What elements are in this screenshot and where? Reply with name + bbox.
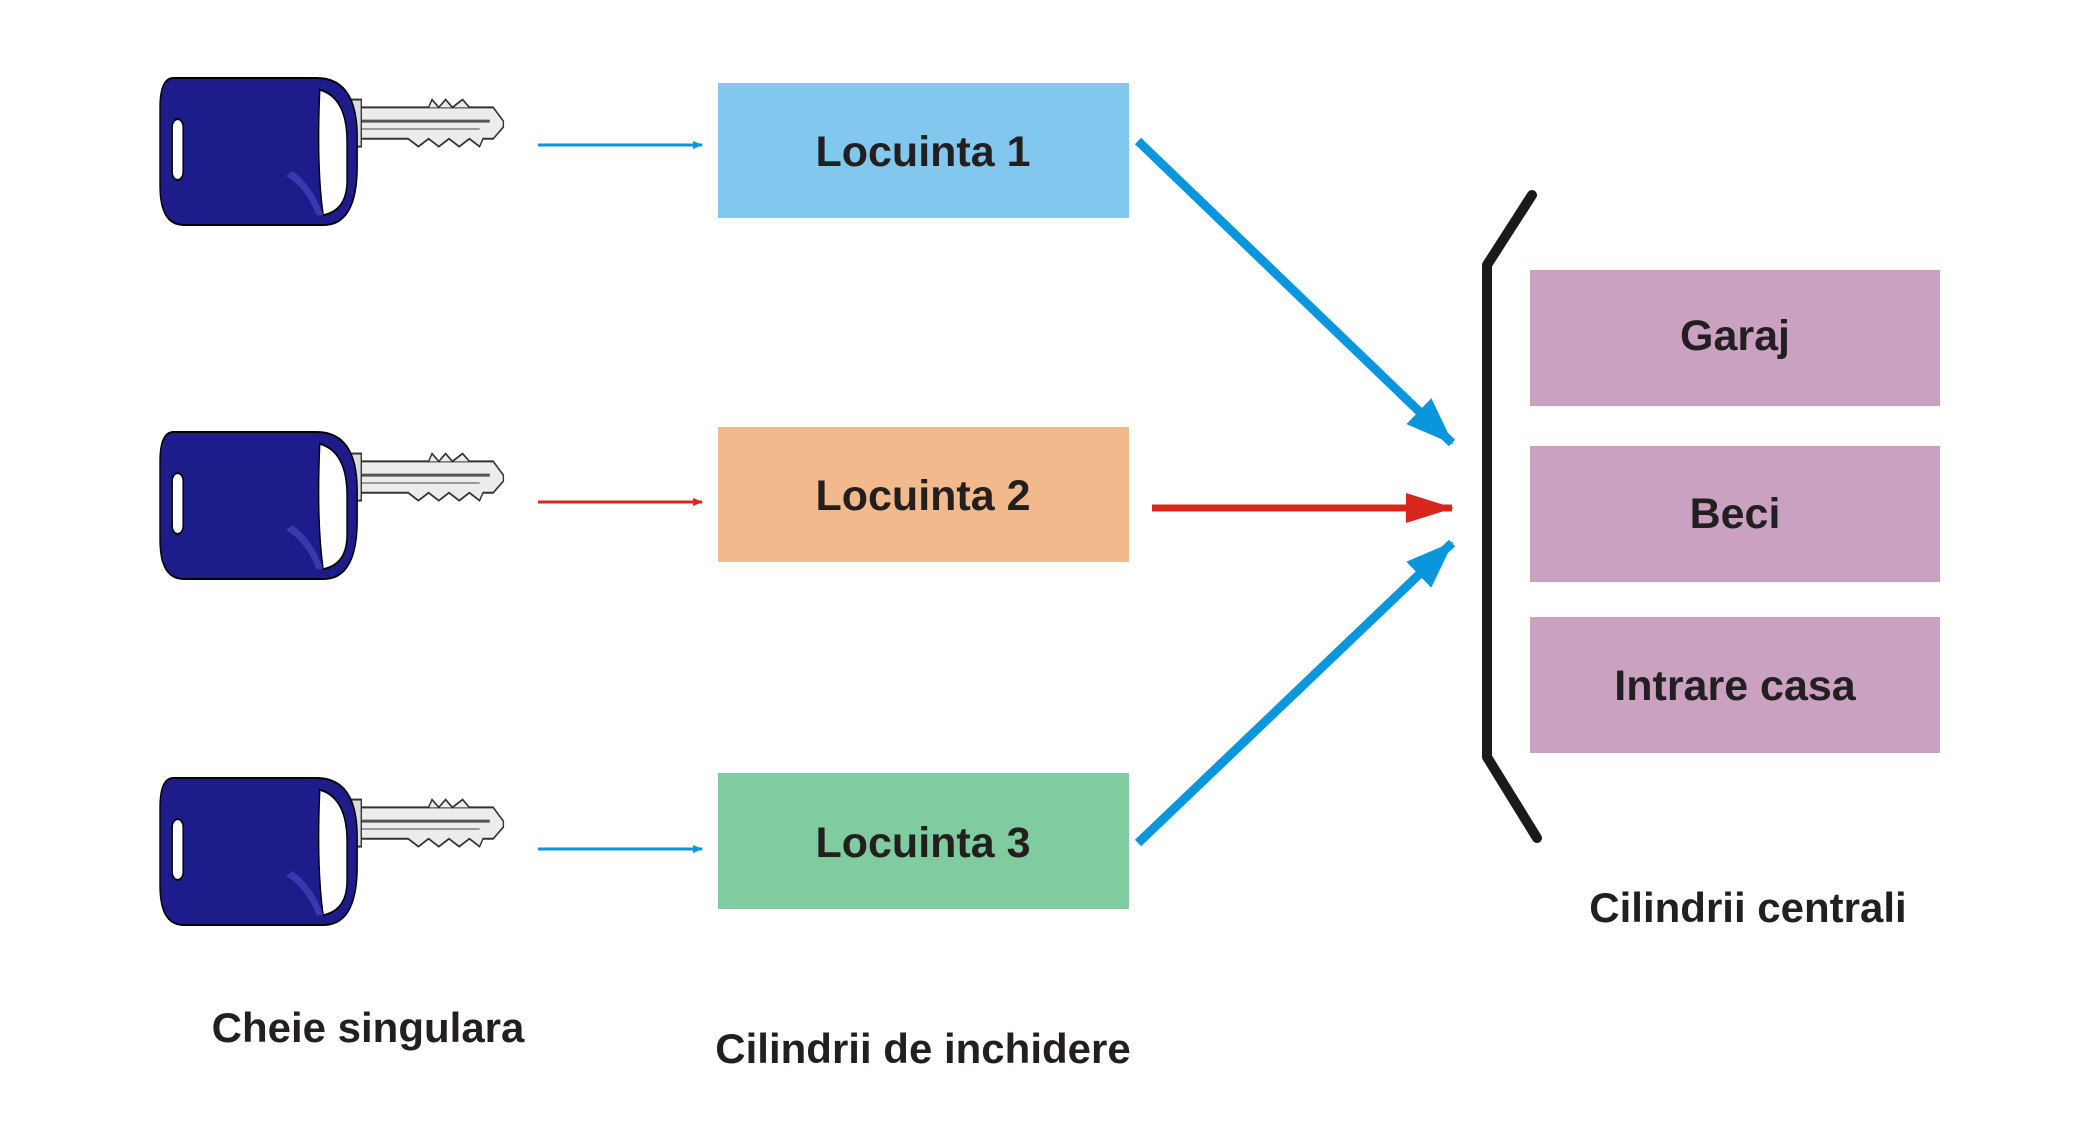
key-icon (158, 776, 505, 927)
cylinder-box-locuinta-1: Locuinta 1 (718, 83, 1129, 218)
caption-central: Cilindrii centrali (1589, 884, 1906, 931)
caption-cylinders: Cilindrii de inchidere (715, 1025, 1130, 1072)
central-label: Garaj (1680, 312, 1790, 360)
central-bracket (1482, 190, 1542, 843)
key-1 (158, 76, 505, 227)
caption-keys: Cheie singulara (212, 1004, 525, 1051)
key-icon (158, 430, 505, 581)
arrow-locuinta1-to-central (1134, 137, 1456, 447)
central-box-garaj: Garaj (1530, 270, 1940, 406)
arrow-locuinta3-to-central (1134, 539, 1456, 847)
key-icon (158, 76, 505, 227)
central-label: Beci (1690, 490, 1781, 538)
central-label: Intrare casa (1614, 662, 1857, 710)
central-box-beci: Beci (1530, 446, 1940, 582)
key-3 (158, 776, 505, 927)
key-2 (158, 430, 505, 581)
cylinder-box-locuinta-3: Locuinta 3 (718, 773, 1129, 909)
cylinder-label: Locuinta 1 (815, 128, 1030, 176)
cylinder-label: Locuinta 3 (815, 819, 1030, 867)
cylinder-label: Locuinta 2 (815, 472, 1030, 520)
cylinder-box-locuinta-2: Locuinta 2 (718, 427, 1129, 562)
central-box-intrare-casa: Intrare casa (1530, 617, 1940, 753)
